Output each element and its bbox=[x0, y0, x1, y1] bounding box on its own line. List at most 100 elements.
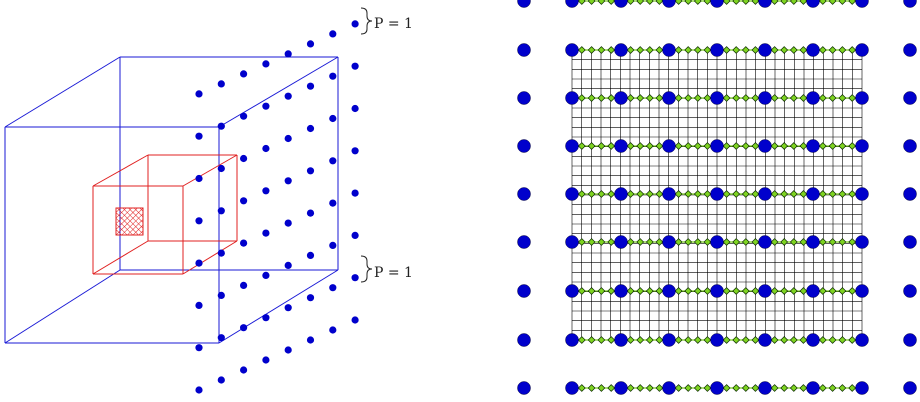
lattice-dot bbox=[240, 239, 248, 247]
lattice-dot bbox=[329, 199, 337, 207]
green-diamond bbox=[722, 238, 731, 246]
green-diamond bbox=[848, 190, 857, 198]
lattice-dot bbox=[284, 219, 292, 227]
green-diamond bbox=[674, 0, 683, 5]
grid-node bbox=[662, 381, 676, 395]
green-diamond bbox=[732, 190, 741, 198]
green-diamond bbox=[645, 238, 654, 246]
grid-node bbox=[517, 187, 531, 201]
green-diamond bbox=[780, 142, 789, 150]
lattice-dot bbox=[284, 346, 292, 354]
grid-node bbox=[806, 91, 820, 105]
lattice-dot bbox=[217, 249, 225, 257]
green-diamond bbox=[703, 336, 712, 344]
green-diamond bbox=[828, 336, 837, 344]
green-diamond bbox=[799, 46, 808, 54]
green-diamond bbox=[732, 46, 741, 54]
grid-node bbox=[903, 187, 917, 201]
green-diamond bbox=[722, 142, 731, 150]
green-diamond bbox=[674, 287, 683, 295]
lattice-dot bbox=[217, 334, 225, 342]
green-diamond bbox=[655, 46, 664, 54]
green-diamond bbox=[848, 142, 857, 150]
grid-node bbox=[662, 333, 676, 347]
outer-cube-edge bbox=[218, 269, 339, 344]
grid-node bbox=[758, 0, 772, 8]
lattice-dot bbox=[195, 217, 203, 225]
lattice-dot bbox=[329, 284, 337, 292]
green-diamond bbox=[645, 287, 654, 295]
lattice-dot bbox=[329, 241, 337, 249]
green-diamond bbox=[848, 336, 857, 344]
green-diamond bbox=[770, 287, 779, 295]
lattice-dot bbox=[217, 164, 225, 173]
lattice-dot bbox=[240, 324, 248, 332]
green-diamond bbox=[722, 94, 731, 102]
green-diamond bbox=[577, 94, 586, 102]
period-label-top: P = 1 bbox=[374, 16, 413, 32]
green-diamond bbox=[645, 94, 654, 102]
green-diamond bbox=[703, 142, 712, 150]
green-diamond bbox=[780, 287, 789, 295]
green-diamond bbox=[770, 46, 779, 54]
green-diamond bbox=[597, 190, 606, 198]
green-diamond bbox=[770, 0, 779, 5]
green-diamond bbox=[780, 190, 789, 198]
green-diamond bbox=[703, 46, 712, 54]
lattice-dot bbox=[306, 82, 315, 90]
grid-node bbox=[806, 43, 820, 57]
green-diamond bbox=[607, 287, 616, 295]
lattice-dot bbox=[351, 20, 359, 28]
green-diamond bbox=[818, 238, 827, 246]
green-diamond bbox=[848, 46, 857, 54]
lattice-dot bbox=[262, 144, 270, 153]
lattice-dot bbox=[262, 229, 270, 237]
grid-node bbox=[806, 284, 820, 298]
green-diamond bbox=[636, 190, 645, 198]
green-diamond bbox=[597, 46, 606, 54]
green-diamond bbox=[655, 94, 664, 102]
grid-node bbox=[855, 0, 869, 8]
green-diamond bbox=[818, 336, 827, 344]
green-diamond bbox=[636, 0, 645, 5]
green-diamond bbox=[674, 336, 683, 344]
green-diamond bbox=[789, 0, 798, 5]
grid-node bbox=[565, 91, 579, 105]
green-diamond bbox=[741, 336, 750, 344]
green-diamond bbox=[684, 287, 693, 295]
green-diamond bbox=[828, 287, 837, 295]
grid-node bbox=[614, 187, 628, 201]
green-diamond bbox=[828, 94, 837, 102]
green-diamond bbox=[789, 94, 798, 102]
lattice-dot bbox=[284, 92, 292, 100]
green-diamond bbox=[587, 94, 596, 102]
green-diamond bbox=[626, 384, 635, 392]
lattice-dot bbox=[262, 314, 270, 322]
period-brace-top: P = 1 bbox=[360, 7, 413, 35]
lattice-dot bbox=[329, 157, 337, 165]
lattice-dot bbox=[240, 197, 248, 205]
lattice-dot bbox=[217, 122, 225, 130]
green-diamond bbox=[838, 142, 847, 150]
green-diamond bbox=[655, 0, 664, 5]
green-diamond bbox=[674, 238, 683, 246]
green-diamond bbox=[751, 94, 760, 102]
lattice-dot bbox=[351, 231, 359, 239]
outer-cube-edge bbox=[4, 269, 121, 344]
grid-node bbox=[758, 284, 772, 298]
green-diamond bbox=[751, 190, 760, 198]
green-diamond bbox=[577, 384, 586, 392]
green-diamond bbox=[693, 190, 702, 198]
period-brace-bottom: P = 1 bbox=[360, 255, 413, 283]
grid-node bbox=[758, 43, 772, 57]
green-diamond bbox=[789, 46, 798, 54]
green-diamond bbox=[577, 46, 586, 54]
green-diamond bbox=[838, 190, 847, 198]
grid-node bbox=[662, 284, 676, 298]
outer-cube-edge bbox=[218, 56, 339, 128]
lattice-dot bbox=[195, 174, 203, 183]
lattice-dot bbox=[217, 376, 225, 384]
green-diamond bbox=[780, 46, 789, 54]
grid-node bbox=[758, 381, 772, 395]
grid-node bbox=[614, 43, 628, 57]
